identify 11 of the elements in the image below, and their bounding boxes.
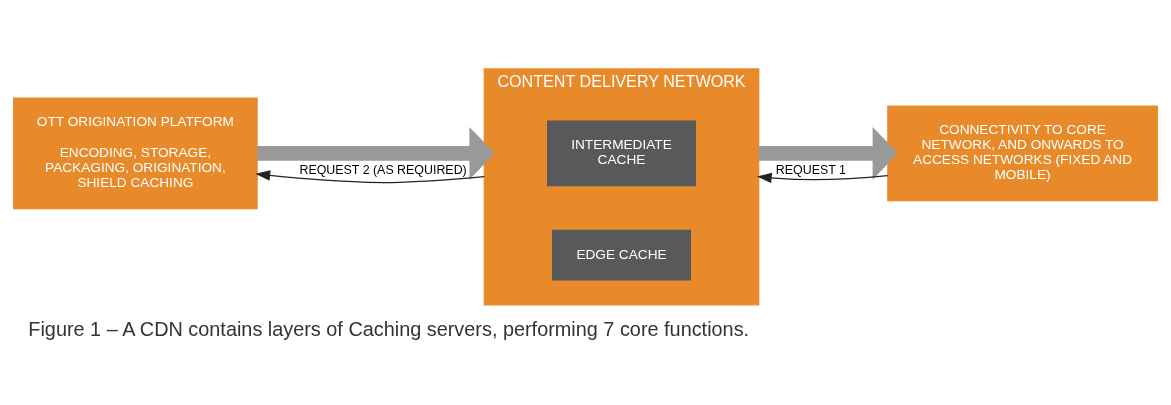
arrow	[257, 126, 495, 180]
node-box: INTERMEDIATE CACHE	[547, 119, 696, 186]
node-box: EDGE CACHE	[552, 229, 692, 281]
arrow	[756, 172, 889, 183]
node-box: OTT ORIGINATION PLATFORM ENCODING, STORAGE, PACKAGING, ORIGINATION, SHIELD CACHING	[13, 96, 258, 209]
edge-label: REQUEST 1	[775, 162, 846, 177]
arrow	[255, 169, 485, 183]
arrow	[758, 126, 898, 180]
caption: Figure 1 – A CDN contains layers of Caching servers, performing 7 core functions.	[28, 317, 750, 340]
edge-label: REQUEST 2 (AS REQUIRED)	[299, 162, 467, 177]
node-box: CONNECTIVITY TO CORE NETWORK, AND ONWARDS TO ACCESS NETWORKS (FIXED AND MOBILE)	[887, 105, 1158, 201]
